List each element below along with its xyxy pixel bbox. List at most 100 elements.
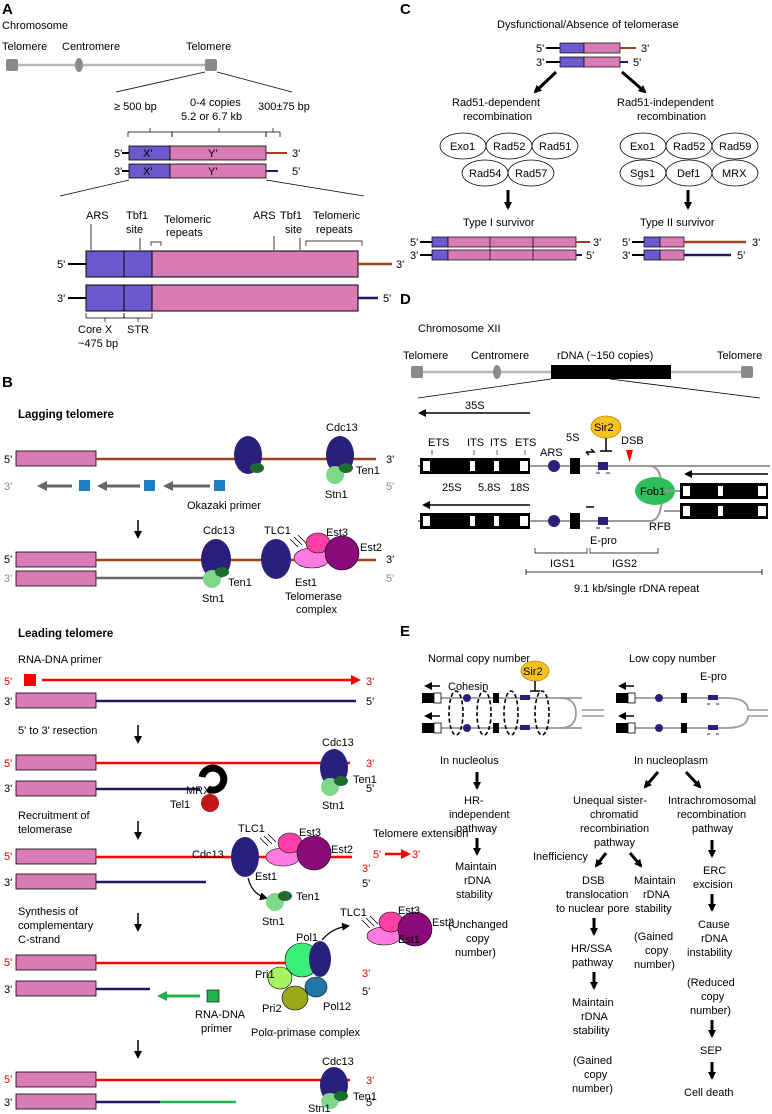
unequal-1: Unequal sister- [573, 795, 647, 807]
next-box-bottom-c [758, 506, 766, 516]
zoom-line-left [115, 71, 206, 93]
18s-label: 18S [510, 482, 530, 494]
lead4-pink-bottom [15, 980, 97, 997]
lead5-5prime-right: 5' [366, 1097, 374, 1109]
zoom2-line-left [59, 179, 130, 197]
cdc13-label-d: Cdc13 [192, 849, 224, 861]
t2-5prime: 5' [622, 237, 630, 249]
next-repeat-top [680, 483, 768, 499]
igs1-bracket [534, 548, 588, 554]
ne-gene-bottom [422, 723, 434, 733]
lead4-5prime: 5' [4, 957, 12, 969]
a-small-3prime-bottom: 3' [114, 166, 122, 178]
rdna-block [551, 365, 671, 379]
panel-d-letter: D [400, 291, 411, 308]
lag2-5prime: 5' [4, 554, 12, 566]
t1-y-b [447, 249, 577, 261]
ets-box-top-a [423, 461, 430, 471]
a-small-y-bottom [169, 163, 267, 179]
reduced-3: number) [690, 1005, 731, 1017]
maint-c-3: stability [573, 1025, 610, 1037]
mrx-label: MRX [186, 785, 211, 797]
zoom-line-right [216, 71, 293, 93]
corex-bracket [85, 313, 125, 322]
bracket-x [127, 128, 173, 137]
dsb-1: DSB [582, 875, 605, 887]
synthesis-label-2: complementary [18, 920, 94, 932]
lead2-5prime: 5' [4, 758, 12, 770]
le-epro-arrows [707, 703, 719, 735]
lag2-pink-block-top [15, 551, 97, 568]
next-box-bottom-a [683, 506, 690, 516]
lag1-3prime-right: 3' [386, 454, 394, 466]
fob1-protein [635, 477, 675, 505]
gain-c-2: copy [584, 1069, 608, 1081]
str-bracket [123, 313, 153, 322]
leading-heading: Leading telomere [18, 628, 113, 640]
lag1-5prime-right: 5' [386, 481, 394, 493]
pri2-protein [281, 985, 309, 1011]
e-sir2-inhibition [530, 681, 540, 692]
panel-c-letter: C [400, 1, 411, 18]
cdc13-label-e: Cdc13 [322, 1056, 354, 1068]
left-protein-rad57: Rad57 [515, 168, 547, 180]
c-top-5prime: 5' [536, 43, 544, 55]
synthesis-label-1: Synthesis of [18, 906, 79, 918]
its-box-top-a [470, 461, 475, 471]
cohesin-ring-3 [503, 690, 519, 736]
lead5-pink-top [15, 1071, 97, 1088]
lead3-pink-top [15, 848, 97, 865]
tbf1-1-label: Tbf1 [126, 210, 148, 222]
unchanged-3: number) [455, 947, 496, 959]
d-zoom-left [417, 378, 552, 399]
telomere-right-label: Telomere [186, 41, 231, 53]
t2-y-b [659, 249, 685, 261]
cause-1: Cause [698, 919, 730, 931]
mrx-oval-right [711, 159, 759, 187]
sep-label: SEP [700, 1045, 722, 1057]
unchanged-2: copy [466, 933, 490, 945]
region-ticks [431, 450, 526, 455]
ne-5s-bottom [493, 723, 499, 733]
cdc13-label-a: Cdc13 [326, 422, 358, 434]
normal-chromatid-hairpin [559, 697, 577, 729]
right-protein-sgs1: Sgs1 [630, 168, 655, 180]
ten1-label-a: Ten1 [356, 465, 380, 477]
okazaki-label: Okazaki primer [187, 500, 261, 512]
corex-length-label: ~475 bp [78, 338, 118, 350]
pol12-label: Pol12 [323, 1001, 351, 1013]
centromere-label: Centromere [62, 41, 120, 53]
lead2-pink-bottom [15, 780, 97, 797]
its-box-top-b [494, 461, 499, 471]
ten1-label-b: Ten1 [228, 577, 252, 589]
le-epro-bottom [708, 725, 718, 730]
telomerase-label: Telomerase [285, 591, 342, 603]
x-length-label: ≥ 500 bp [114, 101, 157, 113]
cell-death-label: Cell death [684, 1087, 734, 1099]
ne-5s-top [493, 693, 499, 703]
y-length-label: 5.2 or 6.7 kb [181, 111, 242, 123]
ne-ars-bottom [463, 724, 471, 732]
lead1-5prime: 5' [4, 676, 12, 688]
ars1-label: ARS [86, 210, 109, 222]
lag1-3prime: 3' [4, 481, 12, 493]
ext-5prime: 5' [373, 849, 381, 861]
panel-c: C Dysfunctional/Absence of telomerase 5'… [400, 1, 760, 262]
ets1-label: ETS [428, 437, 449, 449]
ets2-label: ETS [515, 437, 536, 449]
a-small-5prime-bottom: 5' [292, 166, 300, 178]
next-box-top-c [758, 486, 766, 496]
rna-dna-primer-2-label-a: RNA-DNA [195, 1009, 246, 1021]
lead4-3prime: 3' [4, 984, 12, 996]
telrep1-bracket [150, 241, 162, 246]
inefficiency-label: Inefficiency [533, 851, 588, 863]
lag1-pink-block [15, 450, 97, 467]
panel-a: A Chromosome Telomere Centromere Telomer… [2, 1, 404, 350]
le-gene-bottom-white [627, 722, 636, 734]
its1-label: ITS [467, 437, 484, 449]
lead3-3prime-right: 3' [362, 863, 370, 875]
panel-b-letter: B [2, 374, 13, 391]
lead3-5prime-right: 5' [362, 878, 370, 890]
right-protein-mrx: MRX [722, 168, 747, 180]
okazaki-primer-3 [214, 480, 225, 491]
